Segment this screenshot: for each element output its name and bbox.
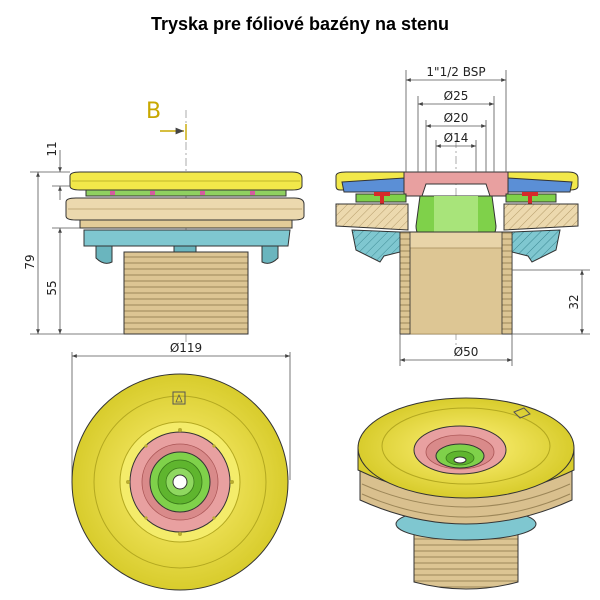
dim-top-height: 11	[45, 141, 59, 156]
iso-logo-mark	[513, 407, 531, 419]
dim-d25: Ø25	[444, 89, 469, 103]
dim-total-height: 79	[23, 254, 37, 269]
dim-d50: Ø50	[454, 345, 479, 359]
dim-thread-height: 55	[45, 280, 59, 295]
dim-thread-bsp: 1"1/2 BSP	[426, 65, 485, 79]
section-pink-insert	[403, 171, 509, 197]
top-view: Ø119	[71, 341, 291, 591]
section-marker: B	[146, 99, 161, 124]
drawing-title: Tryska pre fóliové bazény na stenu	[150, 14, 450, 34]
dim-d14: Ø14	[444, 131, 469, 145]
top-nozzle-hole	[172, 474, 188, 490]
logo-mark	[172, 391, 186, 405]
isometric-view	[357, 397, 575, 590]
side-nut-cyan	[83, 229, 291, 247]
dim-d20: Ø20	[444, 111, 469, 125]
side-threaded-pipe	[123, 251, 249, 335]
side-gasket	[85, 189, 287, 197]
section-nut-right	[511, 229, 561, 263]
section-view: 1"1/2 BSP Ø25 Ø20 Ø14 32 Ø50	[335, 65, 590, 366]
dim-d119: Ø119	[170, 341, 202, 355]
section-nut-left	[351, 229, 401, 263]
side-view: B 79 55 11	[23, 99, 305, 345]
dim-h32: 32	[567, 294, 581, 309]
